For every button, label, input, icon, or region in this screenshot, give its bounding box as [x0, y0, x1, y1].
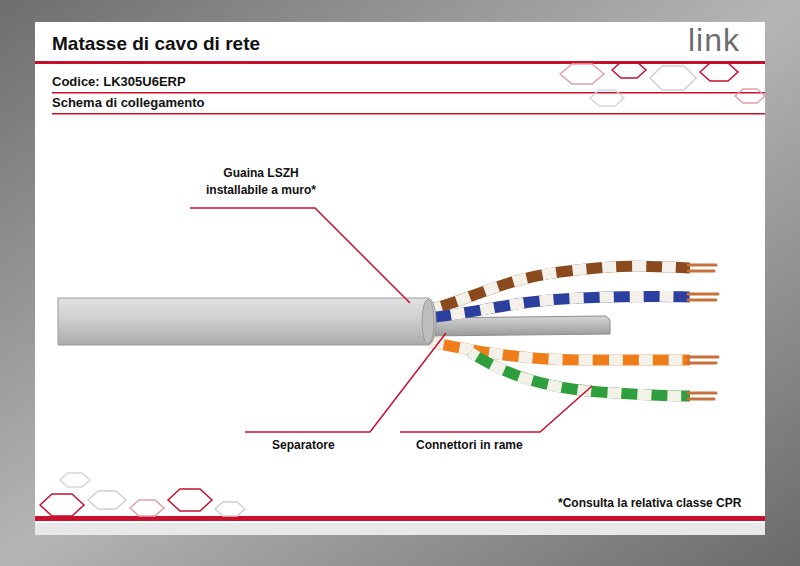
green-pair-stripe: [470, 352, 690, 396]
code-rule: [52, 92, 765, 94]
header-rule: [35, 61, 765, 64]
leader-line: [190, 208, 410, 303]
leader-lines: [190, 208, 592, 432]
footer-band: [35, 523, 765, 535]
product-code: Codice: LK305U6ERP: [52, 74, 186, 89]
jacket-end: [422, 300, 434, 344]
callout-label: Guaina LSZH installabile a muro*: [196, 165, 326, 199]
blue-pair: [428, 296, 690, 318]
cable-jacket: [58, 298, 436, 345]
copper-conductors: [688, 265, 718, 399]
twisted-pairs: [428, 266, 690, 396]
green-pair: [470, 352, 690, 396]
leader-line: [400, 386, 592, 432]
page-title: Matasse di cavo di rete: [52, 33, 260, 55]
footnote: *Consulta la relativa classe CPR: [558, 496, 741, 510]
subtitle-rule: [52, 113, 765, 115]
brand-logo: link: [688, 22, 740, 59]
blue-pair-stripe: [428, 296, 690, 318]
hexagon-decoration: [560, 62, 765, 106]
callout-label: Connettori in rame: [416, 438, 523, 452]
callout-label: Separatore: [272, 438, 335, 452]
subtitle: Schema di collegamento: [52, 95, 204, 110]
leader-line: [245, 333, 446, 432]
hexagon-decoration: [40, 473, 245, 516]
sheet: [35, 22, 765, 535]
